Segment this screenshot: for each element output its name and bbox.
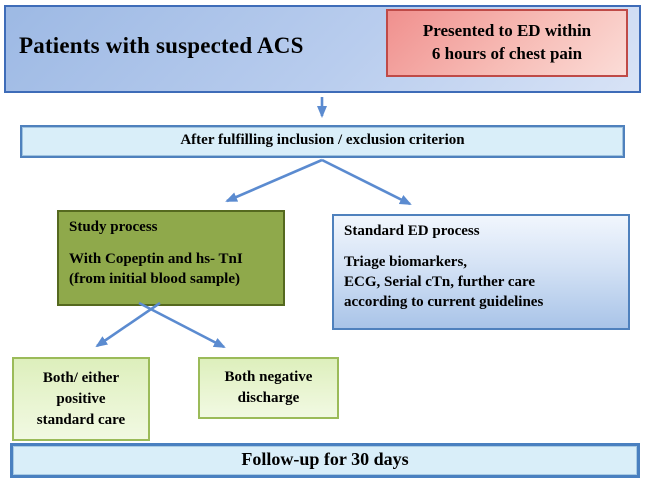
positive-result-line1: Both/ either: [42, 369, 120, 386]
ed-box-line1: Presented to ED within: [422, 21, 592, 41]
page-title: Patients with suspected ACS: [19, 33, 304, 58]
negative-result-line1: Both negative: [224, 369, 313, 385]
study-process-box: Study process With Copeptin and hs- TnI …: [57, 210, 285, 306]
positive-result-line2: positive: [56, 390, 106, 407]
negative-result-box: Both negative discharge: [198, 357, 339, 419]
study-process-line1: With Copeptin and hs- TnI: [69, 251, 243, 267]
positive-result-line3: standard care: [36, 411, 126, 428]
standard-ed-process-box: Standard ED process Triage biomarkers, E…: [332, 214, 630, 330]
standard-ed-line3: according to current guidelines: [344, 293, 544, 310]
standard-ed-line2: ECG, Serial cTn, further care: [344, 273, 536, 290]
study-process-title: Study process: [69, 219, 158, 235]
study-process-body: With Copeptin and hs- TnI (from initial …: [69, 250, 273, 290]
arrow-study-to-positive: [95, 301, 161, 348]
study-process-line2: (from initial blood sample): [69, 270, 240, 287]
standard-ed-title: Standard ED process: [344, 223, 480, 239]
ed-box-line2: 6 hours of chest pain: [431, 44, 583, 63]
arrow-inclusion-to-standard: [321, 158, 412, 206]
followup-box: Follow-up for 30 days: [10, 443, 640, 478]
presented-to-ed-box: Presented to ED within 6 hours of chest …: [386, 9, 628, 77]
followup-label: Follow-up for 30 days: [241, 449, 409, 469]
negative-result-line2: discharge: [237, 390, 300, 406]
inclusion-exclusion-box: After fulfilling inclusion / exclusion c…: [20, 125, 625, 158]
standard-ed-line1: Triage biomarkers,: [344, 254, 468, 270]
standard-ed-body: Triage biomarkers, ECG, Serial cTn, furt…: [344, 253, 618, 312]
arrow-inclusion-to-study: [225, 158, 323, 203]
arrow-study-to-negative: [138, 301, 226, 349]
inclusion-exclusion-label: After fulfilling inclusion / exclusion c…: [180, 132, 465, 148]
positive-result-box: Both/ either positive standard care: [12, 357, 150, 441]
